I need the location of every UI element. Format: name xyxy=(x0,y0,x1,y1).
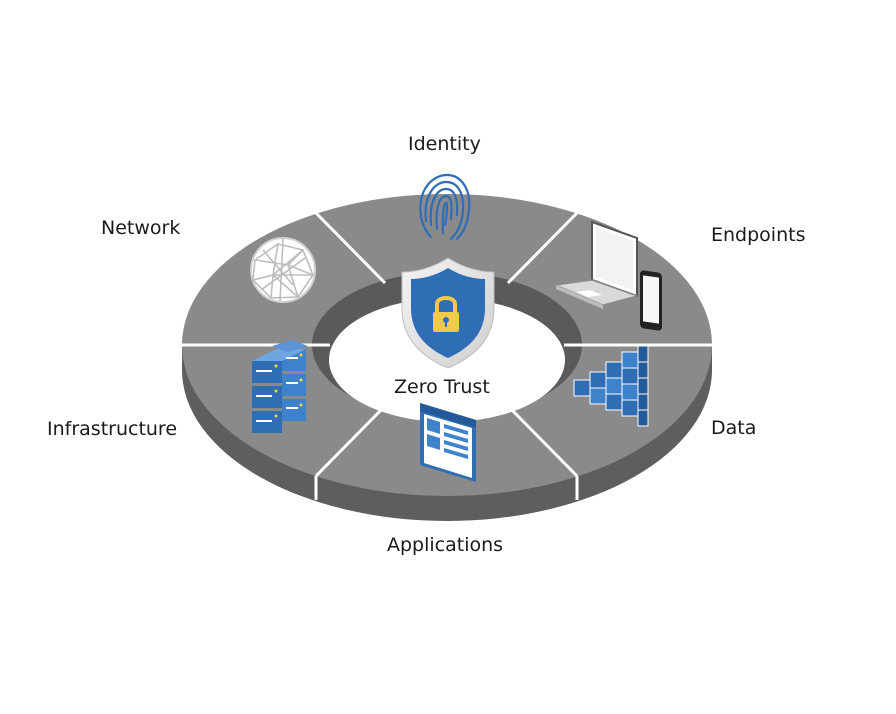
segment-label-data: Data xyxy=(711,417,757,439)
laptop-phone-icon xyxy=(553,220,662,331)
segment-label-endpoints: Endpoints xyxy=(711,224,806,246)
segment-label-network: Network xyxy=(101,217,181,239)
shield-lock-icon xyxy=(401,257,495,369)
segment-dividers xyxy=(182,211,712,500)
segment-label-identity: Identity xyxy=(408,133,481,155)
segment-label-applications: Applications xyxy=(387,534,504,556)
network-mesh-icon xyxy=(250,237,316,303)
fingerprint-icon xyxy=(419,173,471,241)
center-label: Zero Trust xyxy=(394,376,490,398)
segment-label-infrastructure: Infrastructure xyxy=(47,418,178,440)
data-cubes-icon xyxy=(573,345,649,427)
server-stack-icon xyxy=(252,340,308,433)
app-window-icon xyxy=(420,403,476,482)
